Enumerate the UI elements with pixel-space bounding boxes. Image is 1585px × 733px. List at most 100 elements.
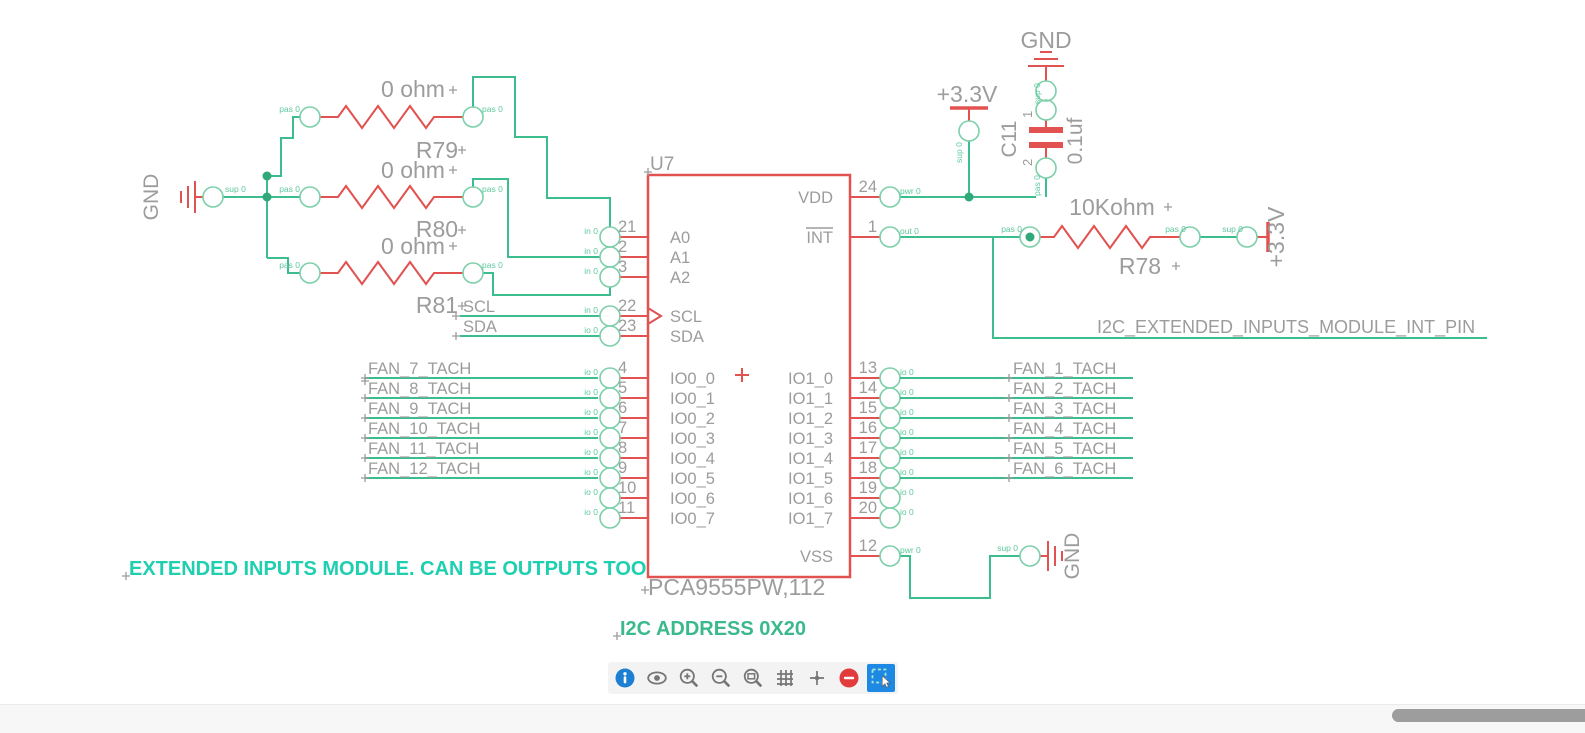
resistor-R79[interactable]	[299, 104, 484, 130]
r79-value[interactable]: 0 ohm	[381, 76, 445, 102]
net-FAN_9_TACH[interactable]: FAN_9_TACH	[361, 400, 598, 422]
gnd-label-bottom[interactable]: GND	[1061, 533, 1084, 580]
pin-type: sup 0	[997, 543, 1018, 553]
v33-label-top[interactable]: +3.3V	[937, 81, 998, 107]
chip-part-label[interactable]: PCA9555PW,112	[648, 574, 825, 600]
grid-icon	[777, 670, 793, 686]
net-FAN_1_TACH[interactable]: FAN_1_TACH	[900, 360, 1133, 382]
v33-label-right[interactable]: +3.3V	[1263, 206, 1289, 267]
net-FAN_7_TACH[interactable]: FAN_7_TACH	[361, 360, 598, 382]
gnd-symbol-bottom[interactable]	[1019, 541, 1063, 571]
schematic-canvas[interactable]: U7 PCA9555PW,112 0 ohm R79 0 ohm R80 0 o…	[0, 0, 1585, 709]
pin-type: sup 0	[954, 142, 964, 163]
resistor-R81[interactable]	[299, 260, 484, 286]
pin-type: pwr 0	[900, 545, 921, 555]
gnd-label-top[interactable]: GND	[1020, 27, 1071, 53]
gnd-symbol-top[interactable]	[1028, 51, 1064, 102]
chip-ref-label[interactable]: U7	[650, 154, 674, 175]
net-FAN_2_TACH[interactable]: FAN_2_TACH	[900, 380, 1133, 402]
pin-label: IO1_2	[788, 410, 833, 428]
pin-number: 18	[859, 459, 877, 477]
resistor-R80[interactable]	[299, 184, 484, 210]
pin-type: pas 0	[279, 184, 300, 194]
pin-type: io 0	[900, 447, 914, 457]
chip-body[interactable]	[646, 173, 852, 579]
net-FAN_6_TACH[interactable]: FAN_6_TACH	[900, 460, 1133, 482]
toolbar-snap-button[interactable]	[803, 664, 831, 692]
net-label: FAN_2_TACH	[1013, 380, 1116, 398]
r81-value[interactable]: 0 ohm	[381, 233, 445, 259]
toolbar-remove-button[interactable]	[835, 664, 863, 692]
v33-symbol-right[interactable]	[1236, 222, 1270, 252]
wire-segments[interactable]	[223, 76, 1487, 599]
net-label-int[interactable]: I2C_EXTENDED_INPUTS_MODULE_INT_PIN	[1097, 317, 1475, 338]
pin-number: 10	[618, 479, 636, 497]
r80-ref[interactable]: R80	[416, 216, 458, 242]
note-i2c-address[interactable]: I2C ADDRESS 0X20	[620, 618, 806, 640]
pin-label: IO1_3	[788, 430, 833, 448]
v33-symbol-top[interactable]	[950, 106, 988, 142]
pin-label: IO1_1	[788, 390, 833, 408]
r79-ref[interactable]: R79	[416, 137, 458, 163]
pin-label: IO0_1	[670, 390, 715, 408]
net-FAN_5_TACH[interactable]: FAN_5_TACH	[900, 440, 1133, 462]
capacitor-C11[interactable]	[1029, 99, 1063, 179]
r78-value[interactable]: 10Kohm	[1069, 194, 1155, 220]
toolbar-zoom-out-button[interactable]	[707, 664, 735, 692]
scrollbar-thumb[interactable]	[1392, 709, 1585, 722]
net-FAN_3_TACH[interactable]: FAN_3_TACH	[900, 400, 1133, 422]
horizontal-scrollbar[interactable]	[0, 704, 1585, 733]
net-label: FAN_1_TACH	[1013, 360, 1116, 378]
r78-ref[interactable]: R78	[1119, 253, 1161, 279]
r81-ref[interactable]: R81	[416, 292, 458, 318]
net-FAN_12_TACH[interactable]: FAN_12_TACH	[361, 460, 598, 482]
pin-label: IO0_5	[670, 470, 715, 488]
net-FAN_11_TACH[interactable]: FAN_11_TACH	[361, 440, 598, 462]
r80-value[interactable]: 0 ohm	[381, 157, 445, 183]
toolbar-info-button[interactable]	[611, 664, 639, 692]
resistor-R78[interactable]	[1019, 224, 1201, 250]
pin-type: pas 0	[482, 260, 503, 270]
net-FAN_8_TACH[interactable]: FAN_8_TACH	[361, 380, 598, 402]
chip-origin-cross	[735, 368, 749, 382]
gnd-symbol-left[interactable]	[180, 181, 224, 213]
toolbar-zoom-fit-button[interactable]	[739, 664, 767, 692]
toolbar-select-button[interactable]	[867, 664, 895, 692]
pin-type: io 0	[900, 367, 914, 377]
net-FAN_10_TACH[interactable]: FAN_10_TACH	[361, 420, 598, 442]
pin-number: 13	[859, 359, 877, 377]
note-extended-inputs[interactable]: EXTENDED INPUTS MODULE. CAN BE OUTPUTS T…	[129, 558, 646, 580]
pin-type: io 0	[900, 487, 914, 497]
toolbar-visibility-button[interactable]	[643, 664, 671, 692]
toolbar-zoom-in-button[interactable]	[675, 664, 703, 692]
c11-value[interactable]: 0.1uf	[1064, 117, 1087, 164]
pin-type: io 0	[900, 507, 914, 517]
gnd-label-left[interactable]: GND	[140, 174, 163, 221]
net-label-scl[interactable]: SCL	[463, 298, 495, 316]
pin-label: INT	[806, 229, 833, 247]
toolbar-grid-button[interactable]	[771, 664, 799, 692]
net-label-sda[interactable]: SDA	[463, 318, 497, 336]
c11-ref[interactable]: C11	[998, 121, 1021, 158]
net-FAN_4_TACH[interactable]: FAN_4_TACH	[900, 420, 1133, 442]
